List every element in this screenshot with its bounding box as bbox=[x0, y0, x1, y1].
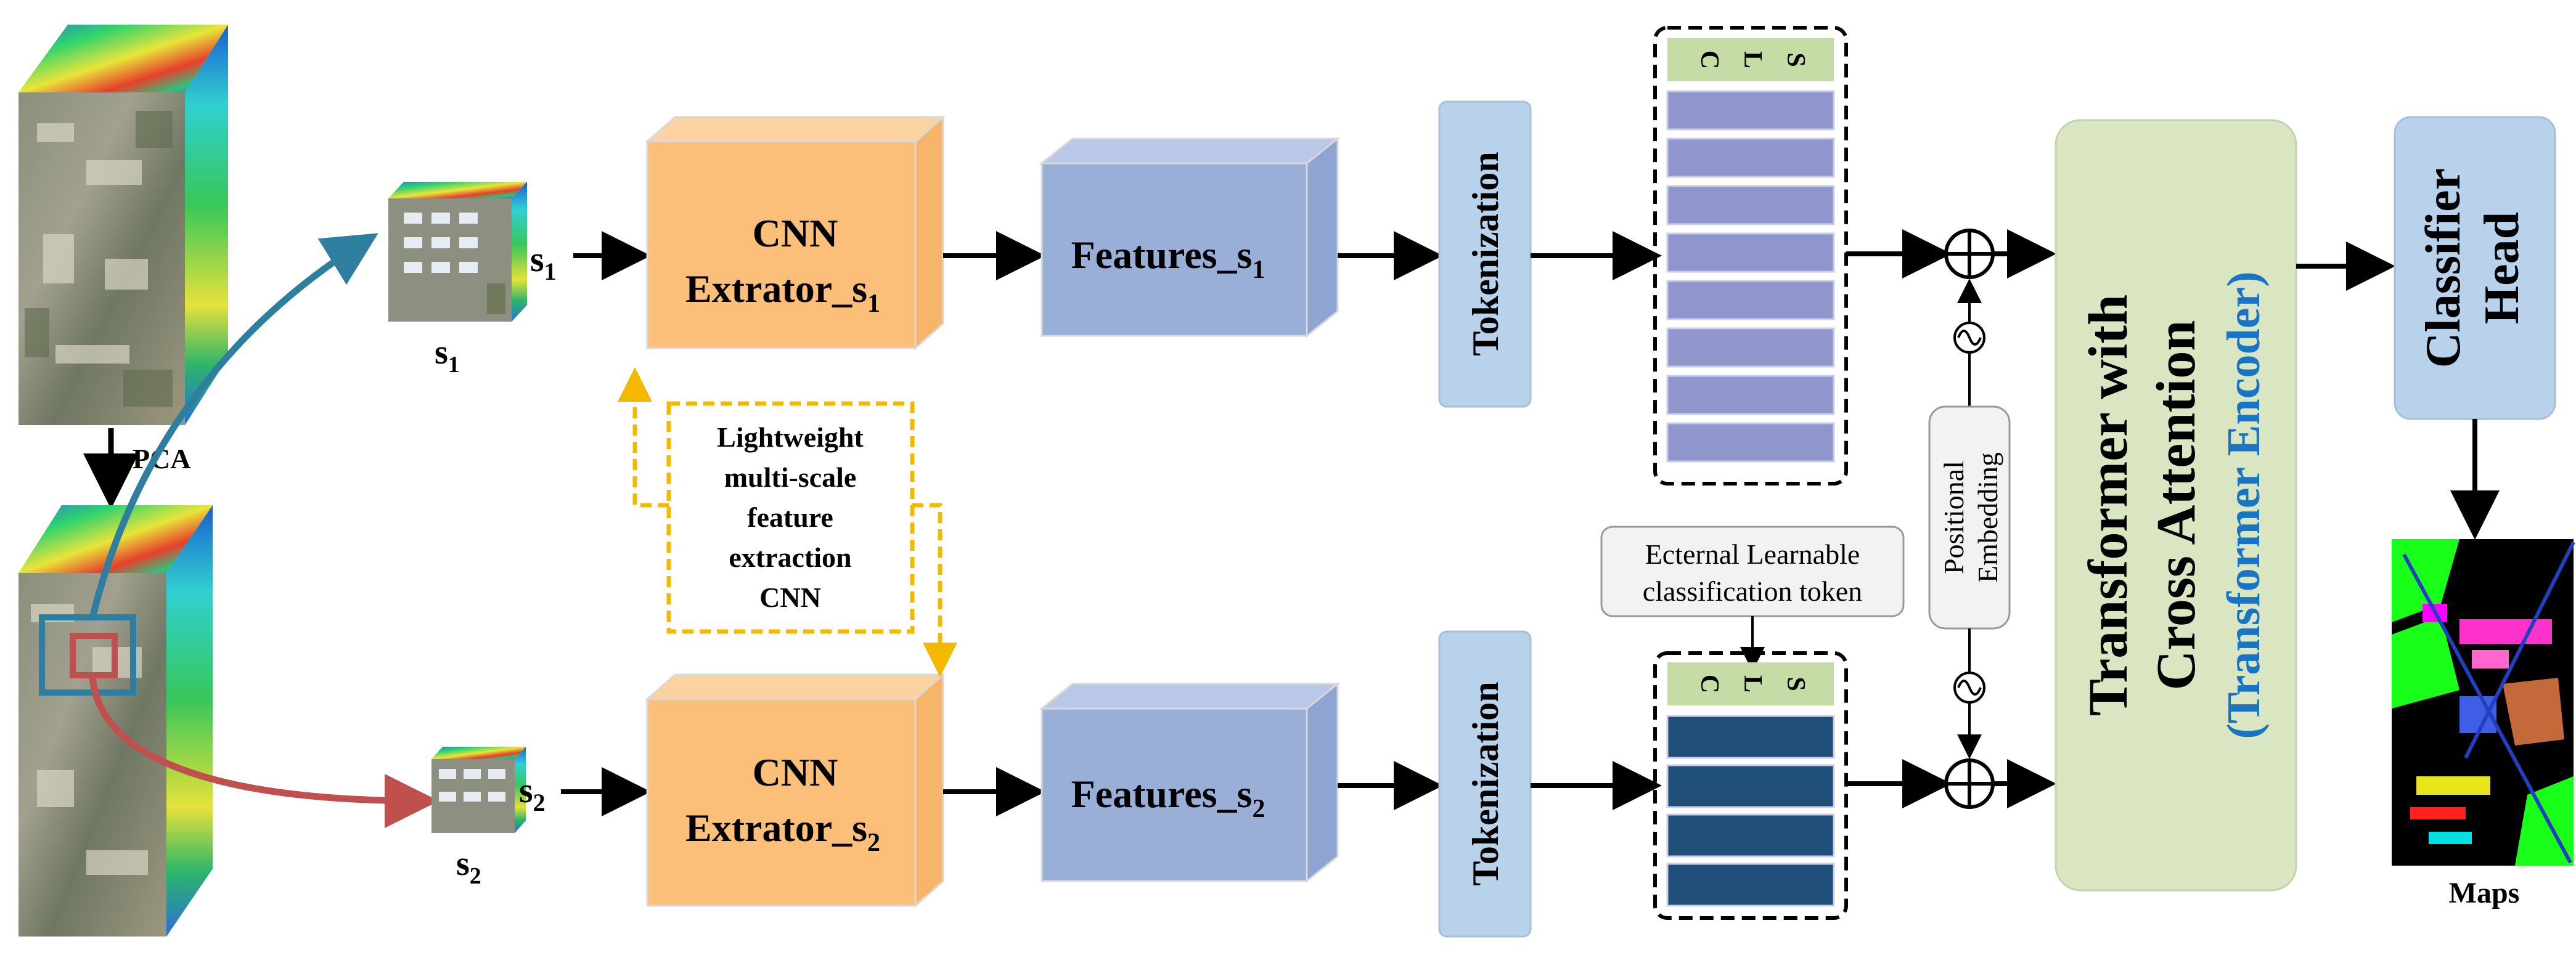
cnn1-subtitle: Extrator_s1 bbox=[685, 267, 880, 318]
cnn-extractor-s1: CNN Extrator_s1 bbox=[645, 115, 946, 351]
s2-selection-arrow bbox=[89, 675, 439, 828]
s2-token bbox=[1666, 813, 1835, 858]
lightweight-text-line-1: Lightweight bbox=[717, 421, 864, 453]
s2-token bbox=[1666, 715, 1835, 759]
s1-input-label: s1 bbox=[530, 239, 557, 285]
lightweight-text-line-2: multi-scale bbox=[724, 461, 857, 493]
transformer-line-1: Transformer with bbox=[2078, 295, 2139, 716]
s1-token bbox=[1666, 375, 1835, 415]
lightweight-cnn-box bbox=[666, 401, 915, 634]
s1-selection-arrow bbox=[89, 233, 378, 619]
cnn-extractor-s2: CNN Extrator_s2 bbox=[645, 672, 946, 908]
lightweight-up-arrow bbox=[618, 367, 669, 508]
transformer-line-2: Cross Attention bbox=[2146, 320, 2207, 691]
features2-label: Features_s2 bbox=[1071, 772, 1266, 823]
s1-token bbox=[1666, 280, 1835, 320]
s1-token bbox=[1666, 422, 1835, 463]
positional-line-2: Embedding bbox=[1972, 452, 2003, 583]
lightweight-text-line-3: feature bbox=[747, 502, 833, 533]
s1-patch-label: s1 bbox=[435, 333, 460, 378]
classifier-line-2: Head bbox=[2475, 212, 2529, 324]
token-stack-s2: C L S bbox=[1653, 651, 1848, 920]
s2-token bbox=[1666, 764, 1835, 808]
cls-token-s2 bbox=[1667, 662, 1834, 705]
cnn2-title: CNN bbox=[753, 750, 838, 794]
classification-map-icon bbox=[2392, 539, 2575, 866]
cls-letter-l: L bbox=[1738, 51, 1767, 68]
plus-circle-icon bbox=[1944, 758, 1995, 809]
s2-input-label: s2 bbox=[519, 770, 546, 816]
maps-label: Maps bbox=[2449, 877, 2520, 909]
features1-label: Features_s1 bbox=[1071, 233, 1266, 284]
s2-patch-label: s2 bbox=[456, 845, 481, 889]
s2-token bbox=[1666, 863, 1835, 907]
cnn1-title: CNN bbox=[753, 211, 838, 255]
transformer-line-3: (Transformer Encoder) bbox=[2218, 271, 2270, 739]
cnn2-subtitle: Extrator_s2 bbox=[685, 806, 880, 857]
positional-line-1: Positional bbox=[1938, 461, 1969, 574]
s1-token bbox=[1666, 90, 1835, 131]
cls-token-s1 bbox=[1667, 38, 1834, 81]
features-s2-box: Features_s2 bbox=[1039, 681, 1341, 884]
s1-token bbox=[1666, 137, 1835, 178]
lightweight-text-line-5: CNN bbox=[759, 582, 821, 613]
patch-s1-icon bbox=[388, 182, 527, 322]
cls-letter-s: S bbox=[1781, 52, 1810, 67]
cls-letter-c: C bbox=[1695, 51, 1723, 69]
token-stack-s1: C L S bbox=[1653, 26, 1848, 486]
external-token-line-1: Ecternal Learnable bbox=[1645, 538, 1860, 570]
hyperspectral-cube-icon bbox=[18, 25, 228, 425]
plus-circle-icon bbox=[1944, 229, 1995, 279]
s1-token bbox=[1666, 185, 1835, 226]
lightweight-down-arrow bbox=[912, 503, 957, 677]
cls-letter-l: L bbox=[1738, 675, 1767, 693]
classifier-line-1: Classifier bbox=[2416, 168, 2471, 368]
patch-s2-icon bbox=[431, 747, 526, 833]
transformer-box bbox=[2055, 119, 2297, 892]
tokenization-s2-label: Tokenization bbox=[1465, 681, 1506, 885]
external-token-line-2: classification token bbox=[1643, 575, 1862, 607]
s1-token bbox=[1666, 327, 1835, 368]
sine-icon bbox=[1953, 672, 1985, 704]
tokenization-s1-label: Tokenization bbox=[1465, 152, 1506, 356]
cls-letter-c: C bbox=[1695, 675, 1723, 693]
features-s1-box: Features_s1 bbox=[1039, 136, 1341, 338]
pca-cube-icon bbox=[18, 505, 213, 937]
s1-region-box bbox=[39, 614, 136, 696]
cls-letter-s: S bbox=[1781, 677, 1810, 691]
sine-icon bbox=[1953, 322, 1985, 354]
lightweight-text-line-4: extraction bbox=[729, 542, 851, 573]
s1-token bbox=[1666, 232, 1835, 273]
